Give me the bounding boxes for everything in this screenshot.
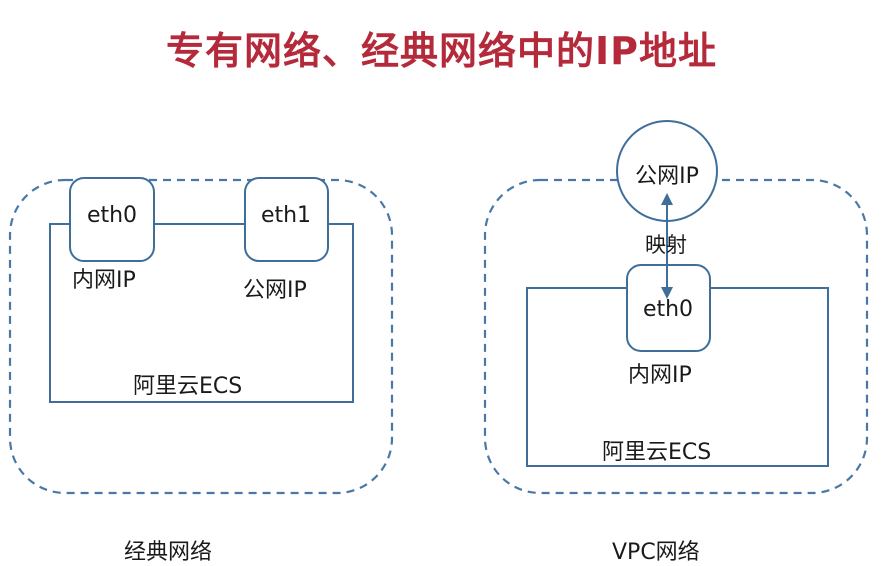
mapping-arrow-head-down [661,287,673,299]
vpc-public-ip-label: 公网IP [633,158,701,190]
mapping-arrow-head-up [661,193,673,205]
classic-eth0-label: eth0 [86,203,138,228]
classic-network-boundary [8,178,394,495]
classic-ecs-label: 阿里云ECS [133,374,243,399]
classic-private-ip-label: 内网IP [72,268,136,293]
classic-eth1-nic [244,177,329,262]
vpc-private-ip-label: 内网IP [628,363,692,388]
classic-eth0-nic [69,177,155,262]
classic-eth1-label: eth1 [260,203,312,228]
vpc-network-boundary [483,178,869,495]
vpc-ecs-label: 阿里云ECS [602,440,712,465]
slide-title: 专有网络、经典网络中的IP地址 [166,29,717,73]
vpc-network-caption: VPC网络 [612,540,700,565]
vpc-eth0-nic [626,264,711,352]
classic-network-caption: 经典网络 [124,540,213,565]
vpc-eth0-label: eth0 [642,297,694,322]
classic-public-ip-label: 公网IP [243,278,307,303]
vpc-mapping-label: 映射 [645,233,687,257]
